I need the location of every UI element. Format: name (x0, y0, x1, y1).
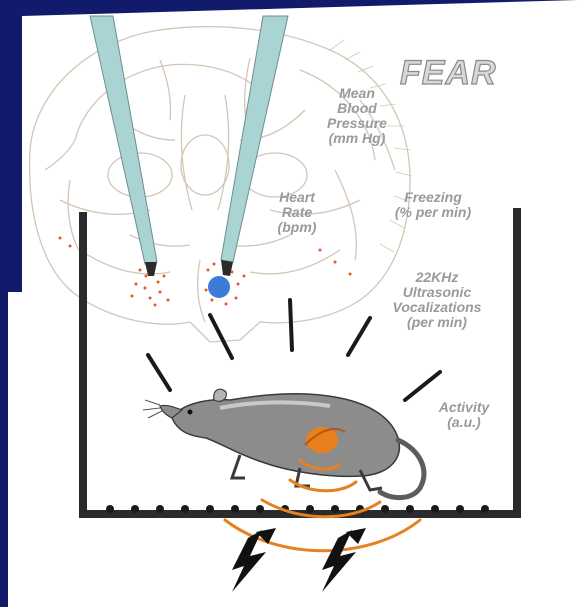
stimulation-spot (208, 276, 230, 298)
diagram-title: FEAR (400, 54, 497, 93)
label-activity: Activity (a.u.) (424, 400, 504, 430)
label-vocalizations: 22KHz Ultrasonic Vocalizations (per min) (372, 270, 502, 330)
label-heart-rate: Heart Rate (bpm) (262, 190, 332, 235)
label-freezing: Freezing (% per min) (378, 190, 488, 220)
cage-left-wall (79, 212, 87, 518)
label-blood-pressure: Mean Blood Pressure (mm Hg) (302, 86, 412, 146)
cage-right-wall (513, 208, 521, 518)
